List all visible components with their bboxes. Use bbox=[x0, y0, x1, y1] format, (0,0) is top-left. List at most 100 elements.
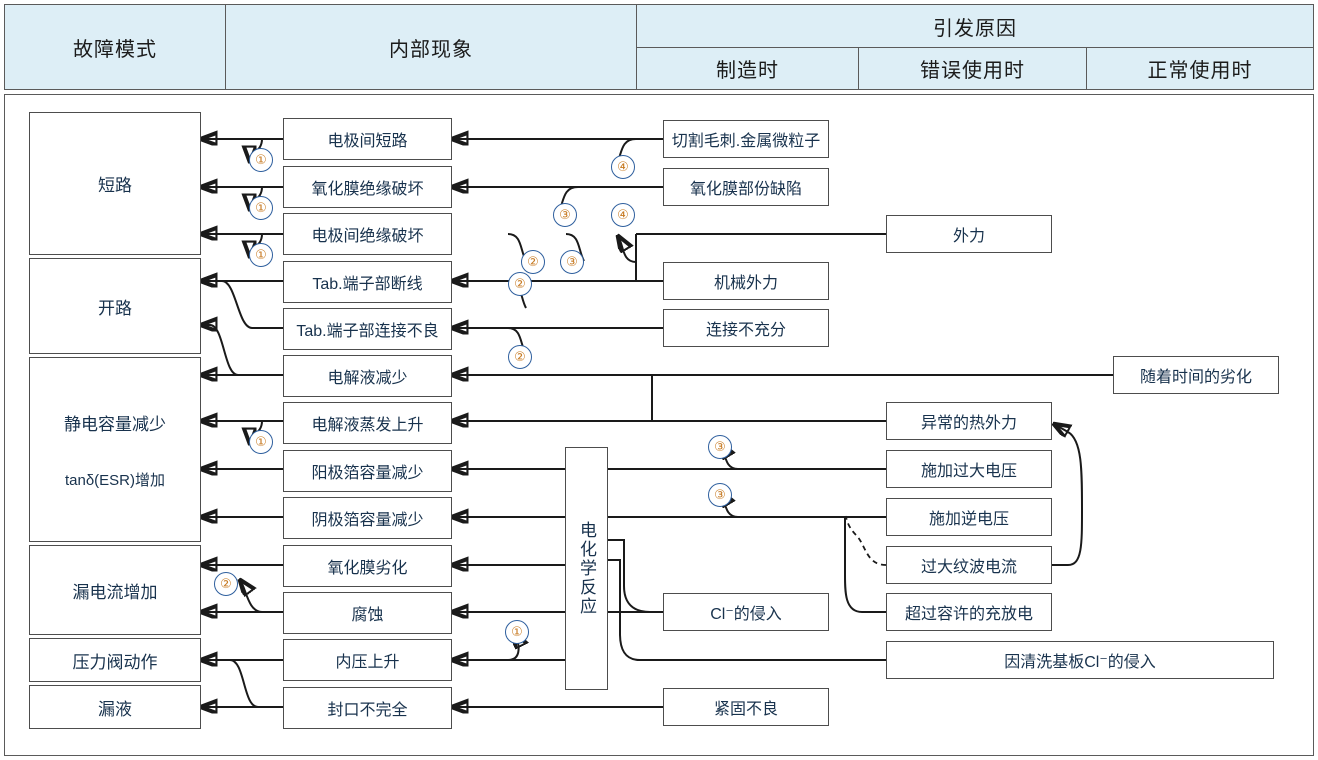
step-marker-label: ② bbox=[514, 349, 526, 365]
step-marker-11: ① bbox=[249, 430, 273, 454]
step-marker-14: ② bbox=[214, 572, 238, 596]
phenomenon-label: 氧化膜劣化 bbox=[327, 560, 408, 577]
step-marker-label: ② bbox=[514, 276, 526, 292]
phenomenon-inter-electrode-short[interactable]: 电极间短路 bbox=[283, 118, 452, 160]
cause-mechanical-external-force[interactable]: 机械外力 bbox=[663, 262, 829, 300]
step-marker-label: ① bbox=[255, 200, 267, 216]
step-marker-label: ③ bbox=[566, 254, 578, 270]
failure-mode-capacitance-drop[interactable]: 静电容量减少 tanδ(ESR)增加 bbox=[29, 357, 201, 542]
node-electrochemical-reaction-label: 电化学反应 bbox=[577, 521, 596, 616]
cause-label: 超过容许的充放电 bbox=[904, 606, 1033, 623]
failure-mode-short-circuit[interactable]: 短路 bbox=[29, 112, 201, 255]
step-marker-13: ③ bbox=[708, 483, 732, 507]
phenomenon-oxide-film-degradation[interactable]: 氧化膜劣化 bbox=[283, 545, 452, 587]
step-marker-label: ① bbox=[255, 434, 267, 450]
cause-insufficient-connection[interactable]: 连接不充分 bbox=[663, 309, 829, 347]
phenomenon-label: 电解液减少 bbox=[327, 370, 408, 387]
header-causes: 引发原因 bbox=[636, 4, 1314, 48]
cause-chloride-ion-intrusion[interactable]: Cl⁻的侵入 bbox=[663, 593, 829, 631]
phenomenon-internal-pressure-rise[interactable]: 内压上升 bbox=[283, 639, 452, 681]
step-marker-10: ② bbox=[508, 345, 532, 369]
step-marker-label: ④ bbox=[617, 207, 629, 223]
phenomenon-oxide-insulation-breakdown[interactable]: 氧化膜绝缘破坏 bbox=[283, 166, 452, 208]
step-marker-1: ① bbox=[249, 148, 273, 172]
failure-mode-pressure-valve[interactable]: 压力阀动作 bbox=[29, 638, 201, 682]
phenomenon-label: 腐蚀 bbox=[351, 607, 384, 624]
step-marker-label: ③ bbox=[714, 487, 726, 503]
phenomenon-tab-terminal-poor-connection[interactable]: Tab.端子部连接不良 bbox=[283, 308, 452, 350]
step-marker-label: ① bbox=[255, 152, 267, 168]
cause-aging-over-time[interactable]: 随着时间的劣化 bbox=[1113, 356, 1279, 394]
phenomenon-incomplete-sealing[interactable]: 封口不完全 bbox=[283, 687, 452, 729]
phenomenon-label: 阳极箔容量减少 bbox=[311, 465, 424, 482]
cause-excessive-ripple-current[interactable]: 过大纹波电流 bbox=[886, 546, 1052, 584]
step-marker-label: ② bbox=[220, 576, 232, 592]
cause-label: Cl⁻的侵入 bbox=[710, 606, 782, 623]
cause-label: 随着时间的劣化 bbox=[1139, 369, 1252, 386]
cause-oxide-film-partial-defect[interactable]: 氧化膜部份缺陷 bbox=[663, 168, 829, 206]
phenomenon-label: 氧化膜绝缘破坏 bbox=[311, 181, 424, 198]
header-internal-phenomena: 内部现象 bbox=[225, 4, 637, 90]
cause-external-force[interactable]: 外力 bbox=[886, 215, 1052, 253]
step-marker-label: ③ bbox=[714, 439, 726, 455]
cause-label: 外力 bbox=[952, 228, 985, 245]
cause-cutting-burr-metal-particles[interactable]: 切割毛刺.金属微粒子 bbox=[663, 120, 829, 158]
cause-label: 过大纹波电流 bbox=[920, 559, 1017, 576]
failure-mode-label: 开路 bbox=[98, 298, 132, 318]
header-cause-normal-label: 正常使用时 bbox=[1147, 60, 1253, 82]
step-marker-8: ③ bbox=[560, 250, 584, 274]
step-marker-label: ① bbox=[511, 624, 523, 640]
phenomenon-label: 电极间绝缘破坏 bbox=[311, 228, 424, 245]
header-cause-manufacturing: 制造时 bbox=[636, 47, 859, 90]
header-internal-phenomena-label: 内部现象 bbox=[389, 38, 473, 61]
failure-mode-label: 静电容量减少 bbox=[64, 414, 166, 434]
cause-excessive-voltage-applied[interactable]: 施加过大电压 bbox=[886, 450, 1052, 488]
phenomenon-label: 阴极箔容量减少 bbox=[311, 512, 424, 529]
step-marker-label: ② bbox=[527, 254, 539, 270]
failure-mode-label: 短路 bbox=[98, 176, 132, 195]
cause-abnormal-thermal-external-force[interactable]: 异常的热外力 bbox=[886, 402, 1052, 440]
step-marker-label: ④ bbox=[617, 159, 629, 175]
cause-label: 氧化膜部份缺陷 bbox=[689, 181, 802, 198]
header-cause-misuse: 错误使用时 bbox=[858, 47, 1087, 90]
step-marker-7: ② bbox=[521, 250, 545, 274]
phenomenon-anode-foil-capacitance-drop[interactable]: 阳极箔容量减少 bbox=[283, 450, 452, 492]
node-electrochemical-reaction[interactable]: 电化学反应 bbox=[565, 447, 608, 690]
phenomenon-electrolyte-evaporation[interactable]: 电解液蒸发上升 bbox=[283, 402, 452, 444]
cause-label: 连接不充分 bbox=[705, 322, 786, 339]
header-failure-mode: 故障模式 bbox=[4, 4, 226, 90]
header-cause-misuse-label: 错误使用时 bbox=[920, 60, 1025, 82]
cause-label: 机械外力 bbox=[713, 275, 778, 292]
phenomenon-cathode-foil-capacitance-drop[interactable]: 阴极箔容量减少 bbox=[283, 497, 452, 539]
phenomenon-label: 电解液蒸发上升 bbox=[311, 417, 424, 434]
failure-mode-label: 漏液 bbox=[98, 699, 132, 719]
phenomenon-label: Tab.端子部连接不良 bbox=[296, 323, 439, 340]
step-marker-4: ④ bbox=[611, 155, 635, 179]
cause-label: 施加逆电压 bbox=[928, 511, 1009, 528]
cause-poor-fastening[interactable]: 紧固不良 bbox=[663, 688, 829, 726]
cause-chloride-intrusion-from-board-cleaning[interactable]: 因清洗基板Cl⁻的侵入 bbox=[886, 641, 1274, 679]
phenomenon-label: Tab.端子部断线 bbox=[312, 276, 423, 293]
failure-mode-liquid-leak[interactable]: 漏液 bbox=[29, 685, 201, 729]
failure-mode-leakage-current[interactable]: 漏电流增加 bbox=[29, 545, 201, 635]
step-marker-2: ① bbox=[249, 196, 273, 220]
step-marker-9: ② bbox=[508, 272, 532, 296]
phenomenon-label: 内压上升 bbox=[335, 654, 400, 671]
step-marker-15: ① bbox=[505, 620, 529, 644]
step-marker-3: ① bbox=[249, 243, 273, 267]
cause-label: 因清洗基板Cl⁻的侵入 bbox=[1004, 654, 1156, 671]
phenomenon-tab-terminal-break[interactable]: Tab.端子部断线 bbox=[283, 261, 452, 303]
cause-label: 切割毛刺.金属微粒子 bbox=[671, 133, 821, 150]
phenomenon-corrosion[interactable]: 腐蚀 bbox=[283, 592, 452, 634]
phenomenon-electrolyte-decrease[interactable]: 电解液减少 bbox=[283, 355, 452, 397]
phenomenon-inter-electrode-insulation-breakdown[interactable]: 电极间绝缘破坏 bbox=[283, 213, 452, 255]
cause-reverse-voltage-applied[interactable]: 施加逆电压 bbox=[886, 498, 1052, 536]
failure-mode-open-circuit[interactable]: 开路 bbox=[29, 258, 201, 354]
failure-mode-sublabel: tanδ(ESR)增加 bbox=[64, 471, 166, 489]
cause-label: 施加过大电压 bbox=[920, 463, 1017, 480]
cause-label: 异常的热外力 bbox=[920, 415, 1017, 432]
step-marker-label: ① bbox=[255, 247, 267, 263]
step-marker-5: ③ bbox=[553, 203, 577, 227]
cause-exceeding-allowable-charge-discharge[interactable]: 超过容许的充放电 bbox=[886, 593, 1052, 631]
